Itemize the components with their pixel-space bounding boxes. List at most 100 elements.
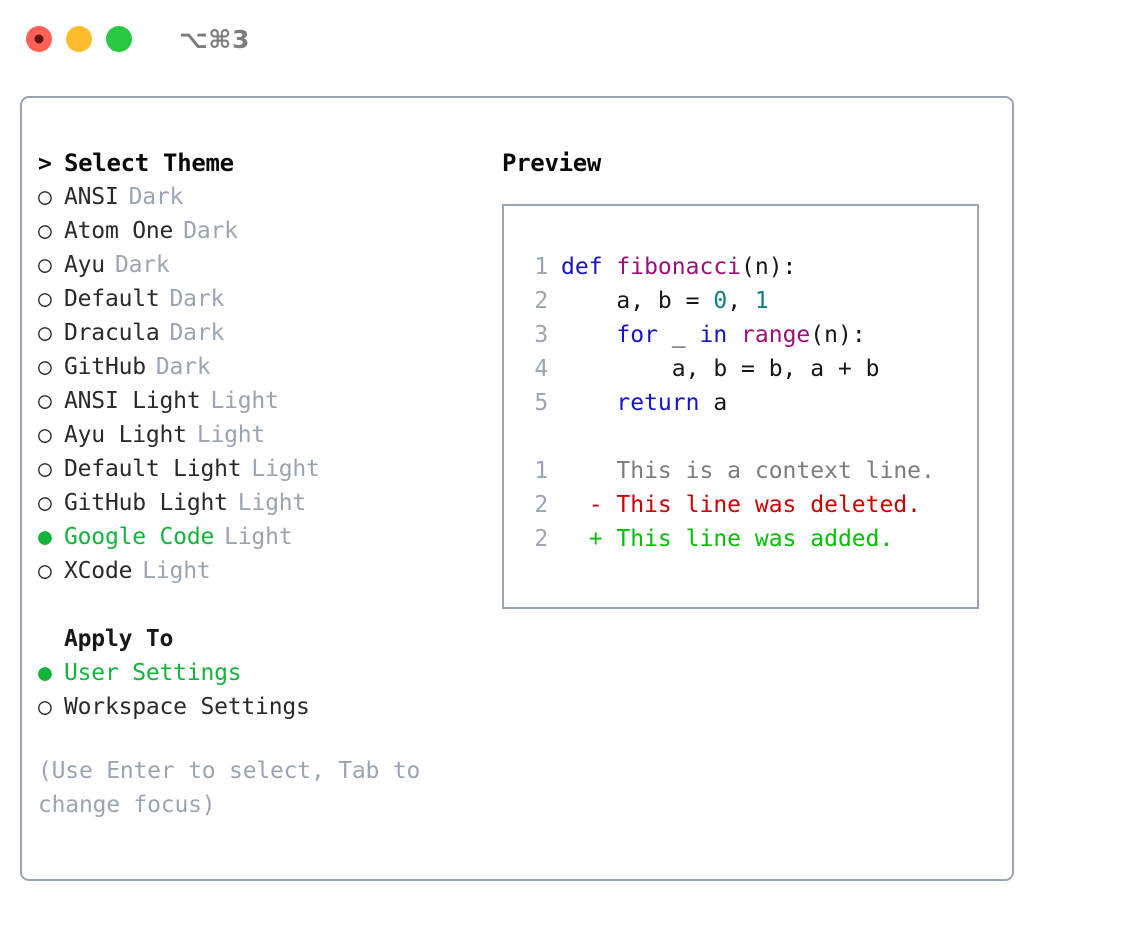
radio-unselected-icon: ○ (38, 558, 52, 584)
apply-to-label: User Settings (64, 660, 242, 686)
diff-line: 2 + This line was added. (504, 522, 977, 556)
theme-name-label: Google Code (64, 524, 215, 550)
code-token: range (741, 322, 811, 348)
preview-title: Preview (502, 149, 602, 177)
theme-list-item[interactable]: ○ ANSI Dark (38, 180, 478, 214)
code-text: a, b = b, a + b (561, 352, 880, 386)
theme-variant-badge: Dark (169, 320, 225, 346)
line-number: 2 (534, 492, 548, 518)
theme-variant-badge: Light (210, 388, 279, 414)
minimize-button[interactable] (66, 26, 92, 52)
theme-name-label: Default Light (64, 456, 242, 482)
code-token: 1 (754, 288, 769, 314)
radio-unselected-icon: ○ (38, 694, 52, 720)
window-title: ⌥⌘3 (179, 24, 250, 54)
theme-name-label: GitHub (64, 354, 146, 380)
theme-variant-badge: Dark (169, 286, 225, 312)
code-token: , (727, 288, 755, 314)
radio-unselected-icon: ○ (38, 490, 52, 516)
line-number: 3 (534, 322, 548, 348)
theme-name-label: ANSI (64, 184, 119, 210)
line-number: 1 (534, 458, 548, 484)
theme-name-label: Dracula (64, 320, 160, 346)
close-button[interactable] (26, 26, 52, 52)
code-token (727, 322, 741, 348)
diff-text: This is a context line. (561, 458, 935, 484)
code-token: _ (657, 322, 700, 348)
radio-unselected-icon: ○ (38, 354, 52, 380)
code-token: 0 (713, 288, 728, 314)
line-number: 2 (534, 288, 548, 314)
theme-list-item[interactable]: ● Google Code Light (38, 520, 478, 554)
select-theme-heading: > Select Theme (38, 146, 478, 180)
code-token: a (699, 390, 728, 416)
radio-unselected-icon: ○ (38, 422, 52, 448)
code-token: for (616, 322, 658, 348)
code-token: (n): (810, 322, 866, 348)
diff-text: + This line was added. (561, 526, 894, 552)
apply-to-label: Workspace Settings (64, 694, 310, 720)
apply-to-list: ●User Settings ○ Workspace Settings (38, 656, 478, 724)
code-token: return (616, 390, 700, 416)
code-diff-spacer (504, 420, 977, 454)
theme-name-label: Ayu (64, 252, 105, 278)
radio-unselected-icon: ○ (38, 388, 52, 414)
theme-name-label: XCode (64, 558, 133, 584)
theme-list-item[interactable]: ○ Default Dark (38, 282, 478, 316)
theme-variant-badge: Light (224, 524, 293, 550)
apply-to-item[interactable]: ●User Settings (38, 656, 478, 690)
apply-to-item[interactable]: ○ Workspace Settings (38, 690, 478, 724)
title-bar: ⌥⌘3 (0, 0, 1140, 78)
line-number: 1 (534, 254, 548, 280)
theme-list-item[interactable]: ○ GitHub Light Light (38, 486, 478, 520)
theme-list-item[interactable]: ○ Ayu Light Light (38, 418, 478, 452)
traffic-light-group (26, 26, 132, 52)
code-token: a, b = b, a + b (561, 356, 880, 382)
theme-variant-badge: Dark (183, 218, 238, 244)
theme-name-label: Ayu Light (64, 422, 187, 448)
diff-line: 1 This is a context line. (504, 454, 977, 488)
theme-name-label: Atom One (64, 218, 174, 244)
theme-variant-badge: Light (237, 490, 307, 516)
theme-name-label: Default (64, 286, 160, 312)
theme-variant-badge: Light (196, 422, 266, 448)
theme-variant-badge: Dark (128, 184, 184, 210)
line-number: 2 (534, 526, 548, 552)
radio-unselected-icon: ○ (38, 218, 52, 244)
radio-unselected-icon: ○ (38, 456, 52, 482)
select-theme-heading-label: Select Theme (64, 149, 234, 177)
zoom-button[interactable] (106, 26, 132, 52)
diff-line: 2 - This line was deleted. (504, 488, 977, 522)
code-text: def fibonacci(n): (561, 250, 796, 284)
code-text: a, b = 0, 1 (561, 284, 769, 318)
code-text: return a (561, 386, 727, 420)
theme-list-item[interactable]: ○ Default Light Light (38, 452, 478, 486)
theme-name-label: GitHub Light (64, 490, 228, 516)
radio-unselected-icon: ○ (38, 184, 52, 210)
preview-column: Preview 1 def fibonacci(n): 2 a, b = 0, 1 3… (502, 146, 992, 609)
code-line: 5 return a (504, 386, 977, 420)
keyboard-hint: (Use Enter to select, Tab to change focu… (38, 758, 421, 818)
code-line: 4 a, b = b, a + b (504, 352, 977, 386)
theme-list-item[interactable]: ○ Atom One Dark (38, 214, 478, 248)
theme-variant-badge: Light (251, 456, 320, 482)
list-gap-spacer (38, 588, 478, 622)
apply-to-marker-placeholder: ○ (38, 622, 64, 656)
code-token: a, b = (561, 288, 714, 314)
caret-icon: > (38, 151, 52, 177)
code-token: fibonacci (616, 254, 742, 280)
code-line: 1 def fibonacci(n): (504, 250, 977, 284)
radio-unselected-icon: ○ (38, 286, 52, 312)
radio-selected-icon: ● (38, 524, 52, 550)
